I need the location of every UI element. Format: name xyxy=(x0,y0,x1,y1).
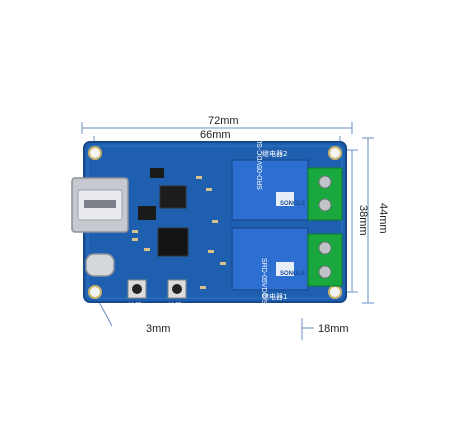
mounting-holes xyxy=(88,146,342,299)
relay-top xyxy=(231,159,309,221)
relay-top-model: SRD-05VDC-SL-C xyxy=(257,132,264,190)
crystal-oscillator xyxy=(85,253,115,277)
dim-width-outer: 72mm xyxy=(208,115,239,127)
terminal-block-top xyxy=(307,167,343,221)
relay-bottom-brand: SONGLE xyxy=(280,271,305,277)
dim-height-outer: 44mm xyxy=(377,203,389,234)
relay-bottom-label: 继电器1 xyxy=(262,292,287,301)
dim-hole-offset: 3mm xyxy=(146,323,170,335)
relay-bottom-model: SRD-05VDC-SL-C xyxy=(260,258,267,316)
relay-top-brand: SONGLE xyxy=(280,201,305,207)
relay-bottom xyxy=(231,227,309,291)
usb-connector xyxy=(71,177,129,233)
songle-logos xyxy=(276,192,294,276)
button-left-label: 按键1 xyxy=(128,301,146,310)
dim-width-pcb: 66mm xyxy=(200,129,231,141)
dim-height-inner: 38mm xyxy=(357,205,369,236)
dim-terminal-offset: 18mm xyxy=(318,323,349,335)
terminal-block-bottom xyxy=(307,233,343,287)
button-right-label: 按键2 xyxy=(168,301,186,310)
push-button-left xyxy=(127,279,147,299)
push-button-right xyxy=(167,279,187,299)
smd-components xyxy=(132,176,226,289)
relay-top-label: 继电器2 xyxy=(262,149,287,158)
ic-chips xyxy=(138,168,189,257)
